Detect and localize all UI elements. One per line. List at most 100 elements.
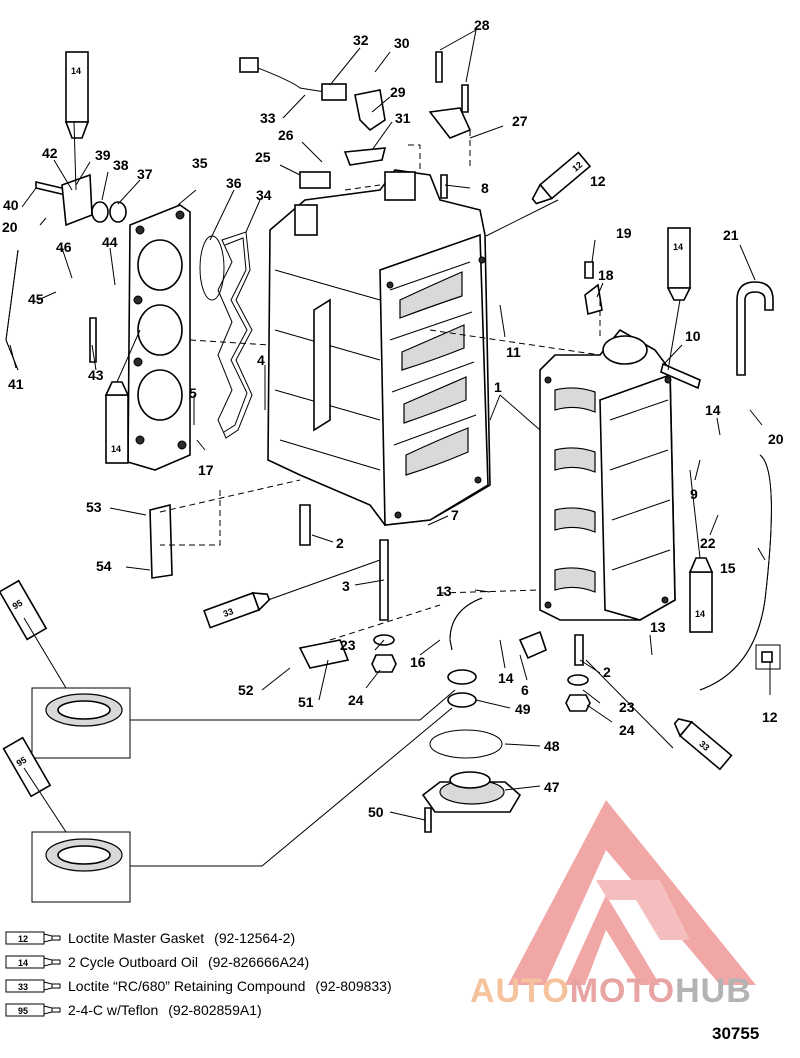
callout: 1 [494, 379, 502, 395]
callout: 44 [102, 234, 118, 250]
legend-row: 12 Loctite Master Gasket (92-12564-2) [4, 926, 464, 950]
callout: 28 [474, 17, 490, 33]
callouts: 1 2 2 3 4 5 6 7 8 9 10 11 12 12 13 13 14… [2, 17, 784, 820]
callout: 43 [88, 367, 104, 383]
cylinder-head [127, 204, 191, 471]
callout: 18 [598, 267, 614, 283]
tube-icon: 12 [5, 931, 61, 945]
callout: 21 [723, 227, 739, 243]
legend-part-number: (92-802859A1) [168, 1002, 262, 1018]
legend-label: Loctite Master Gasket [68, 930, 205, 946]
callout: 9 [690, 486, 698, 502]
tube-icon: 14 [5, 955, 61, 969]
callout: 23 [340, 637, 356, 653]
callout: 13 [650, 619, 666, 635]
svg-text:14: 14 [695, 609, 705, 619]
callout: 22 [700, 535, 716, 551]
svg-text:33: 33 [697, 739, 711, 753]
callout: 46 [56, 239, 72, 255]
callout: 30 [394, 35, 410, 51]
tube-95-lower: 95 [2, 736, 52, 798]
assembly-lines [159, 130, 601, 641]
callout: 4 [257, 352, 265, 368]
tube-icon: 33 [5, 979, 61, 993]
callout: 36 [226, 175, 242, 191]
tube-14-lower-right: 14 [688, 557, 714, 633]
callout: 39 [95, 147, 111, 163]
sealant-tubes: 14 12 14 14 14 95 95 [0, 51, 733, 798]
tube-14-left: 14 [104, 381, 130, 464]
callout: 2 [603, 664, 611, 680]
callout: 5 [189, 385, 197, 401]
svg-text:14: 14 [71, 66, 81, 76]
drawing-number: 30755 [712, 1024, 760, 1043]
tube-33-left: 33 [203, 591, 271, 629]
callout: 35 [192, 155, 208, 171]
callout: 51 [298, 694, 314, 710]
legend-row: 95 2-4-C w/Teflon (92-802859A1) [4, 998, 464, 1022]
callout: 3 [342, 578, 350, 594]
sealant-legend: 12 Loctite Master Gasket (92-12564-2) 14… [4, 926, 464, 1022]
callout: 20 [768, 431, 784, 447]
callout: 25 [255, 149, 271, 165]
tube-code: 95 [18, 1006, 28, 1016]
callout: 23 [619, 699, 635, 715]
legend-row: 14 2 Cycle Outboard Oil (92-826666A24) [4, 950, 464, 974]
svg-text:12: 12 [570, 160, 584, 174]
callout: 12 [762, 709, 778, 725]
callout: 45 [28, 291, 44, 307]
callout: 16 [410, 654, 426, 670]
callout: 48 [544, 738, 560, 754]
callout: 34 [256, 187, 272, 203]
callout: 31 [395, 110, 411, 126]
legend-label: 2 Cycle Outboard Oil [68, 954, 198, 970]
watermark-logo [508, 800, 756, 985]
callout: 8 [481, 180, 489, 196]
callout: 49 [515, 701, 531, 717]
leader-lines [9, 29, 771, 867]
callout: 52 [238, 682, 254, 698]
tube-code: 14 [18, 958, 28, 968]
callout: 32 [353, 32, 369, 48]
crankcase-cover [539, 328, 676, 621]
legend-part-number: (92-809833) [315, 978, 392, 994]
svg-text:33: 33 [222, 606, 235, 619]
callout: 14 [705, 402, 721, 418]
callout: 54 [96, 558, 112, 574]
callout: 20 [2, 219, 18, 235]
cube-icon [755, 644, 781, 670]
callout: 15 [720, 560, 736, 576]
callout: 13 [436, 583, 452, 599]
tube-12-top: 12 [531, 151, 592, 205]
callout: 38 [113, 157, 129, 173]
tube-icon: 95 [5, 1003, 61, 1017]
watermark-part: HUB [675, 972, 752, 1010]
callout: 12 [590, 173, 606, 189]
watermark-part: MOTO [569, 972, 676, 1010]
callout: 27 [512, 113, 528, 129]
callout: 6 [521, 682, 529, 698]
callout: 47 [544, 779, 560, 795]
callout: 50 [368, 804, 384, 820]
callout: 33 [260, 110, 276, 126]
callout: 29 [390, 84, 406, 100]
tube-33-right: 33 [673, 718, 733, 771]
sensor-harness [239, 57, 603, 316]
callout: 40 [3, 197, 19, 213]
legend-label: Loctite “RC/680” Retaining Compound [68, 978, 306, 994]
callout: 10 [685, 328, 701, 344]
callout: 42 [42, 145, 58, 161]
lower-parts [31, 669, 522, 903]
callout: 2 [336, 535, 344, 551]
tube-code: 33 [18, 982, 28, 992]
cylinder-block [267, 169, 491, 526]
tube-14-top-left: 14 [64, 51, 90, 139]
callout: 37 [137, 166, 153, 182]
callout: 11 [506, 344, 521, 360]
callout: 53 [86, 499, 102, 515]
tube-95-upper: 95 [0, 579, 48, 641]
legend-row: 33 Loctite “RC/680” Retaining Compound (… [4, 974, 464, 998]
callout: 41 [8, 376, 24, 392]
callout: 19 [616, 225, 632, 241]
